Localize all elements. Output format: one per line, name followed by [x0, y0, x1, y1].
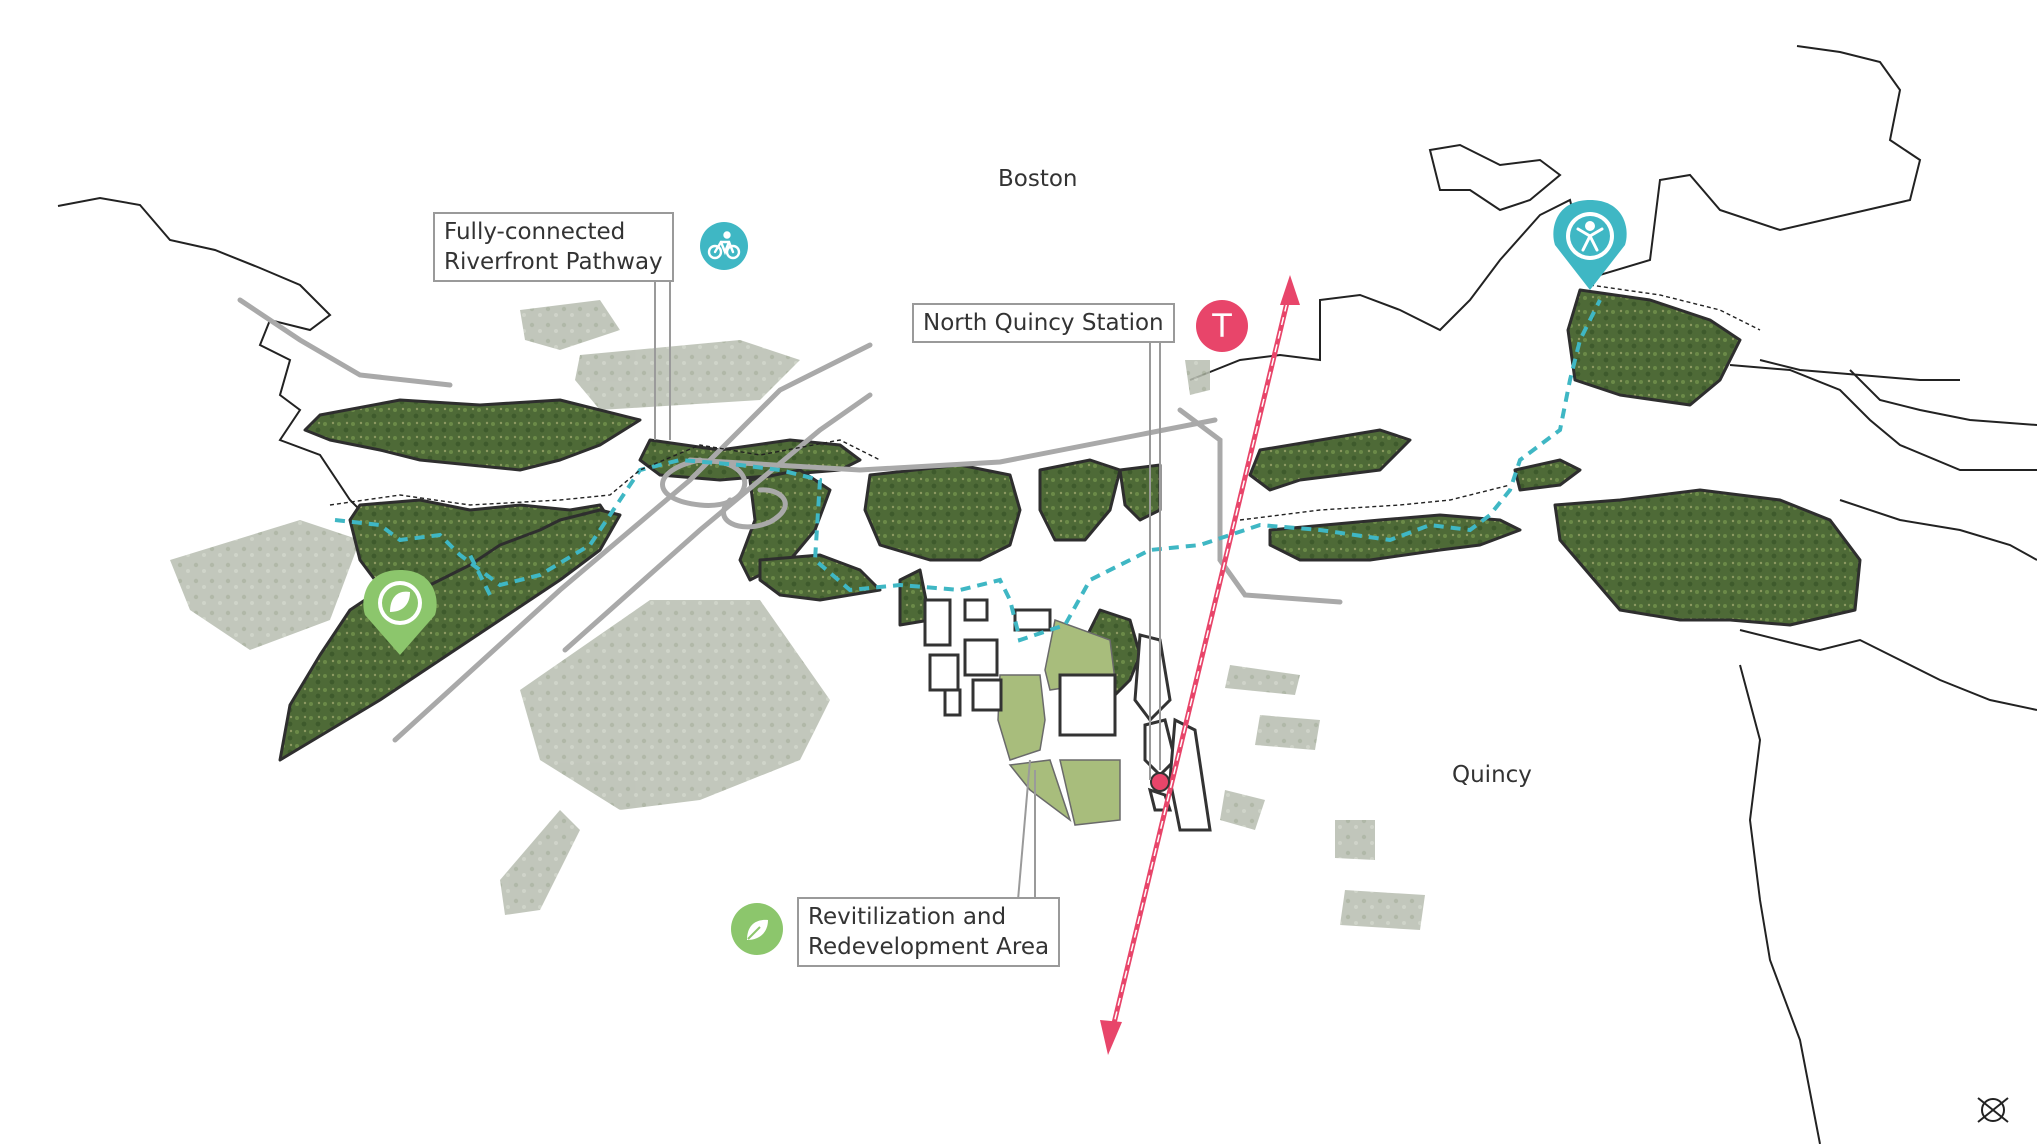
revitalization-callout-line2: Redevelopment Area: [808, 934, 1050, 960]
riverfront-pathway: [334, 299, 1602, 643]
rail-arrow-north: [1280, 275, 1300, 305]
boston-label: Boston: [998, 166, 1078, 192]
revitalization-callout: Revitilization and Redevelopment Area: [797, 897, 1061, 967]
buildings: [923, 598, 1212, 832]
station-callout: North Quincy Station: [912, 303, 1175, 343]
pathway-callout-line1: Fully-connected: [444, 219, 626, 245]
recreation-pin-marker: [1553, 200, 1627, 290]
north-arrow-icon: [1977, 1097, 2009, 1123]
pathway-callout-line2: Riverfront Pathway: [444, 249, 663, 275]
rail-arrow-south: [1100, 1020, 1122, 1055]
revitalization-callout-line1: Revitilization and: [808, 904, 1007, 930]
quincy-label: Quincy: [1452, 762, 1532, 788]
transit-t-icon: T: [1196, 300, 1248, 352]
red-line-rail: [1100, 275, 1300, 1055]
leaf-icon: [731, 903, 783, 955]
bicycle-icon: [700, 222, 748, 270]
transit-t-letter: T: [1212, 307, 1232, 345]
leaf-pin-marker: [363, 570, 437, 655]
redevelopment-parcels: [997, 618, 1121, 826]
coastline: [57, 45, 2037, 1144]
pathway-callout: Fully-connected Riverfront Pathway: [433, 212, 674, 282]
site-boundary: [329, 284, 1761, 521]
callout-leaders: [654, 280, 1161, 901]
station-callout-label: North Quincy Station: [923, 310, 1164, 336]
highways: [237, 297, 1343, 743]
context-land: [170, 300, 1425, 930]
station-marker: [1150, 772, 1170, 792]
